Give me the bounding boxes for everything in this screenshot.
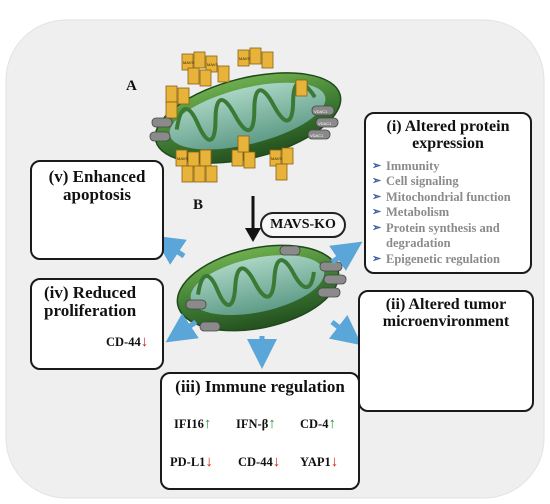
up-arrow-icon: ↑ <box>203 416 212 432</box>
mavs-tags: MAVS MAVS MAVS MAVS MAVS <box>177 56 282 161</box>
panel-title: (v) Enhanced apoptosis <box>48 167 146 204</box>
bullet-arrow-icon: ➢ <box>372 221 382 234</box>
svg-text:MAVS: MAVS <box>207 62 218 67</box>
down-arrow-icon: ↓ <box>205 454 213 470</box>
panel-enhanced-apoptosis: (v) Enhanced apoptosis <box>30 160 164 260</box>
list-item: ➢Metabolism <box>372 205 450 220</box>
bullet-arrow-icon: ➢ <box>372 159 382 172</box>
marker-pd-l1: PD-L1↓ <box>170 454 213 470</box>
marker-ifi16: IFI16↑ <box>174 416 212 432</box>
arrow-to-reduced-proliferation <box>165 313 199 343</box>
list-item: ➢Mitochondrial function <box>372 189 511 204</box>
list-item: ➢Cell signaling <box>372 174 459 189</box>
panel-title: (iv) Reduced proliferation <box>44 283 137 320</box>
mavs-clusters-a: MAVS MAVS MAVS MAVS MAVS <box>165 47 308 183</box>
mitochondrion-b <box>176 244 340 332</box>
bullet-arrow-icon: ➢ <box>372 206 382 219</box>
bullet-arrow-icon: ➢ <box>372 190 382 203</box>
panel-immune-regulation: (iii) Immune regulation <box>160 372 360 490</box>
altered-protein-list: ➢Immunity ➢Cell signaling ➢Mitochondrial… <box>372 159 524 268</box>
label-a: A <box>126 78 137 94</box>
down-arrow-icon: ↓ <box>272 454 281 470</box>
up-arrow-icon: ↑ <box>328 416 336 432</box>
marker-ifn-beta: IFN-β↑ <box>236 416 276 432</box>
panel-altered-tumor-microenvironment: (ii) Altered tumor microenvironment <box>358 290 534 412</box>
knockout-label: MAVS-KO <box>260 212 346 238</box>
svg-text:VDAC1: VDAC1 <box>310 133 324 138</box>
list-item: ➢Protein synthesis and degradation <box>372 220 500 251</box>
list-item: ➢Epigenetic regulation <box>372 251 501 266</box>
arrow-to-tumor-microenvironment <box>328 314 362 346</box>
vdac-channels-a: VDAC1 VDAC1 VDAC1 <box>149 105 339 142</box>
svg-text:MAVS: MAVS <box>239 56 250 61</box>
label-b: B <box>193 197 204 213</box>
bullet-arrow-icon: ➢ <box>372 252 382 265</box>
bullet-arrow-icon: ➢ <box>372 175 382 188</box>
panel-altered-protein-expression: (i) Altered protein expression ➢Immunity… <box>364 112 532 274</box>
arrow-to-enhanced-apoptosis <box>153 235 187 265</box>
svg-text:MAVS: MAVS <box>177 156 188 161</box>
svg-text:VDAC1: VDAC1 <box>318 121 332 126</box>
down-arrow-icon: ↓ <box>140 334 149 350</box>
list-item: ➢Immunity <box>372 158 440 173</box>
arrow-to-altered-protein <box>329 241 363 271</box>
down-arrow-icon: ↓ <box>330 454 339 470</box>
panel-reduced-proliferation: (iv) Reduced proliferation <box>30 278 164 370</box>
up-arrow-icon: ↑ <box>268 416 276 432</box>
panel-title: (iii) Immune regulation <box>175 377 345 396</box>
svg-text:MAVS: MAVS <box>271 156 282 161</box>
svg-text:VDAC1: VDAC1 <box>314 109 328 114</box>
outcome-arrows <box>153 235 363 369</box>
svg-text:MAVS: MAVS <box>183 60 194 65</box>
panel-title: (ii) Altered tumor microenvironment <box>382 296 510 330</box>
marker-cd44-proliferation: CD-44↓ <box>106 334 149 350</box>
marker-cd4: CD-4↑ <box>300 416 336 432</box>
panel-title: (i) Altered protein expression <box>386 118 510 152</box>
marker-cd44: CD-44↓ <box>238 454 281 470</box>
marker-yap1: YAP1↓ <box>300 454 339 470</box>
